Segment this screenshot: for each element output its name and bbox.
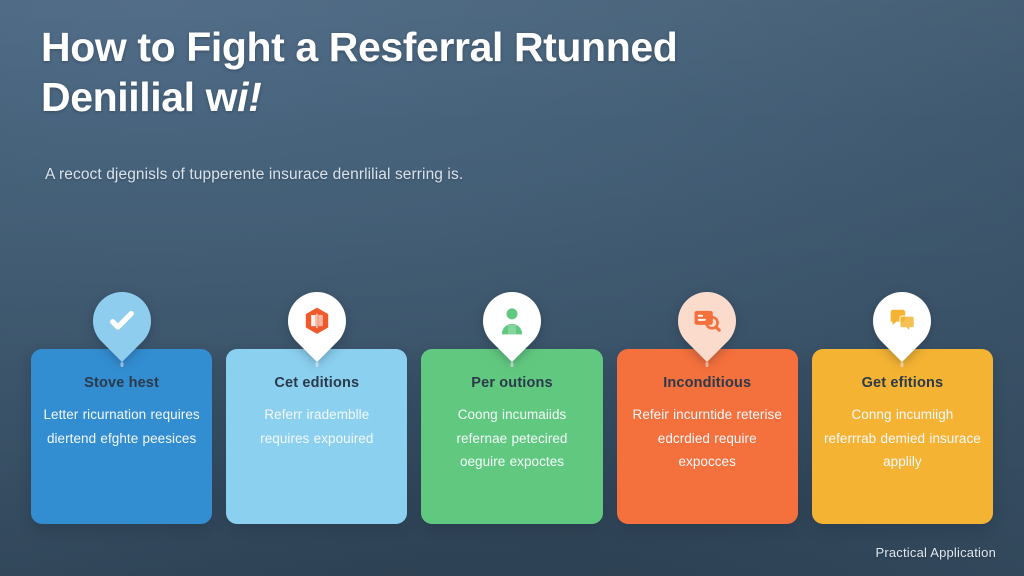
person-icon xyxy=(483,292,541,350)
pin-tip-speck xyxy=(900,362,904,367)
card-title: Cet editions xyxy=(274,375,360,391)
pin-tip-speck xyxy=(315,362,319,367)
pin-tip-speck xyxy=(120,362,124,367)
card-text: Letter ricurnation requires diertend efg… xyxy=(43,407,200,446)
title-line-1: How to Fight a Resferral Rtunned xyxy=(41,24,678,70)
title-line-2: Deniilial w xyxy=(41,74,238,121)
card-pin-1 xyxy=(80,279,163,364)
card-title: Stove hest xyxy=(84,375,160,391)
card-text: Refeir incurntide reterise edcrdied requ… xyxy=(632,407,782,469)
card-text: Conng incumiigh referrrab demied insurac… xyxy=(824,407,981,469)
document-search-icon xyxy=(678,292,736,350)
pin-tip-speck xyxy=(510,362,514,367)
card-title: Inconditious xyxy=(663,375,752,391)
subtitle: A recoct djegnisls of tupperente insurac… xyxy=(45,166,464,183)
pin-tip-speck xyxy=(705,362,709,367)
card-pin-5 xyxy=(861,279,944,364)
card-pin-2 xyxy=(275,279,358,364)
book-hexagon-icon xyxy=(288,292,346,350)
page-title: How to Fight a Resferral Rtunned Deniili… xyxy=(41,22,871,122)
chat-bubbles-icon xyxy=(873,292,931,350)
card-title: Per outions xyxy=(471,375,553,391)
title-line-2-italic: i! xyxy=(237,74,262,121)
card-text: Coong incumaiids refernae petecired oegu… xyxy=(456,407,568,469)
card-title: Get efitions xyxy=(861,375,944,391)
check-icon xyxy=(93,292,151,350)
header: How to Fight a Resferral Rtunned Deniili… xyxy=(41,22,871,183)
card-pin-4 xyxy=(666,279,749,364)
card-text: Referr irademblle requires expouired xyxy=(260,407,374,446)
footer-label: Practical Application xyxy=(875,545,996,560)
card-pin-3 xyxy=(470,279,554,364)
